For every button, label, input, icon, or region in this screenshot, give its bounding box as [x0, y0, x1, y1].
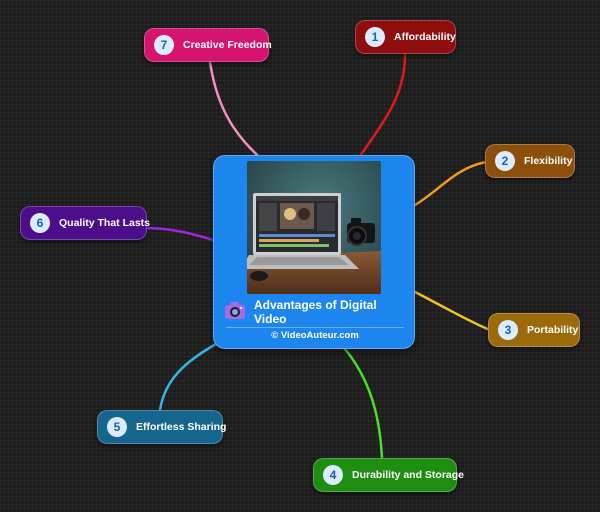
node-label: Affordability	[394, 31, 456, 43]
node-portability[interactable]: 3 Portability	[488, 313, 580, 347]
node-number-badge: 3	[498, 320, 518, 340]
connector-line-sharing	[158, 342, 218, 412]
connector-line-flexibility	[413, 160, 488, 207]
node-number-badge: 6	[30, 213, 50, 233]
node-creative-freedom[interactable]: 7 Creative Freedom	[144, 28, 272, 62]
node-flexibility[interactable]: 2 Flexibility	[485, 144, 575, 178]
node-number-badge: 5	[107, 417, 127, 437]
node-affordability[interactable]: 1 Affordability	[355, 20, 456, 54]
center-divider	[226, 327, 404, 328]
connector-line-durability	[343, 347, 384, 460]
center-credit: © VideoAuteur.com	[271, 330, 359, 341]
node-quality-that-lasts[interactable]: 6 Quality That Lasts	[20, 206, 151, 240]
node-effortless-sharing[interactable]: 5 Effortless Sharing	[97, 410, 227, 444]
connector-line-affordability	[358, 53, 407, 158]
node-label: Portability	[527, 324, 579, 336]
node-number-badge: 2	[495, 151, 515, 171]
center-node[interactable]: Advantages of Digital Video © VideoAuteu…	[213, 155, 415, 349]
node-label: Effortless Sharing	[136, 421, 227, 433]
camera-icon	[224, 301, 246, 324]
node-number-badge: 1	[365, 27, 385, 47]
connector-line-creative	[208, 60, 260, 158]
center-title: Advantages of Digital Video	[254, 298, 377, 326]
connector-line-quality	[144, 226, 215, 242]
node-label: Quality That Lasts	[59, 217, 151, 229]
node-number-badge: 7	[154, 35, 174, 55]
connector-line-portability	[413, 290, 492, 332]
node-number-badge: 4	[323, 465, 343, 485]
node-label: Durability and Storage	[352, 469, 465, 481]
node-label: Flexibility	[524, 155, 573, 167]
node-durability-and-storage[interactable]: 4 Durability and Storage	[313, 458, 464, 492]
node-label: Creative Freedom	[183, 39, 272, 51]
center-title-row: Advantages of Digital Video	[224, 298, 406, 326]
laptop-video-editing-photo	[247, 161, 381, 294]
